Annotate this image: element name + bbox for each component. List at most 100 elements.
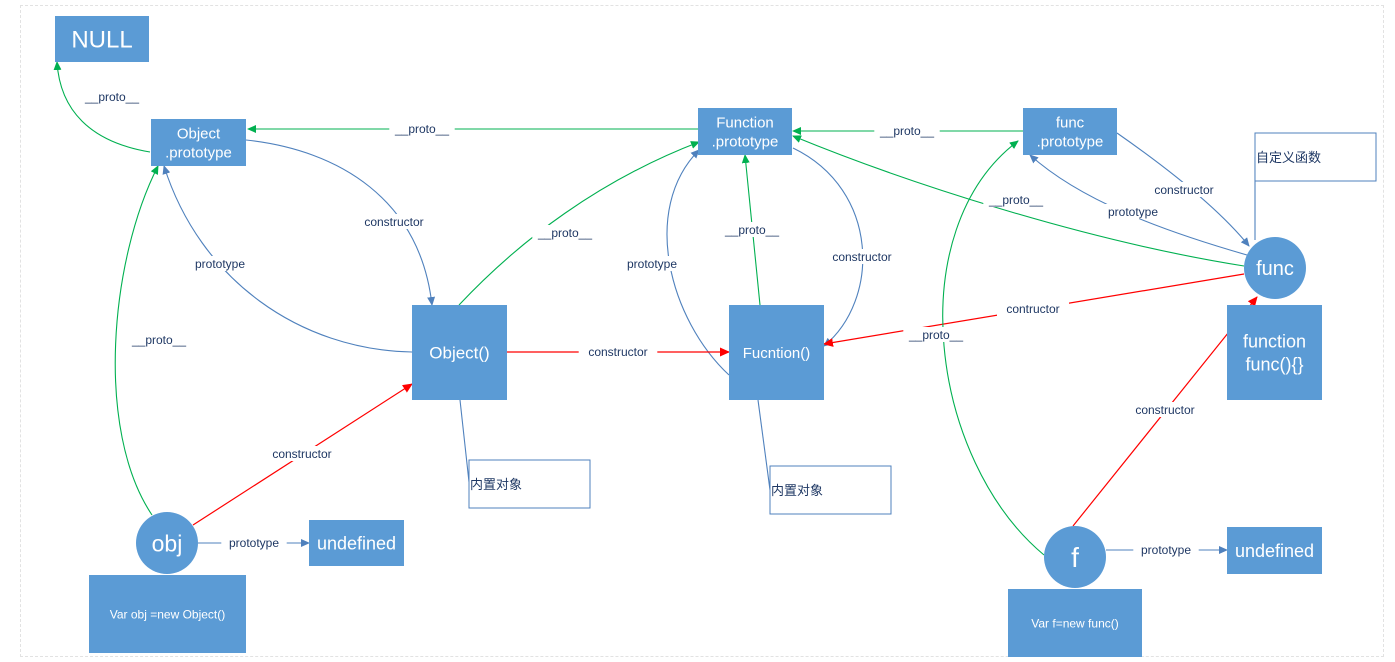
edge-label-bg [1133, 542, 1199, 557]
edge-label-userfuncproto-funcproto: __proto__ [879, 124, 934, 138]
edge-label-functionctor-funcproto-proto: __proto__ [724, 223, 779, 237]
edge-label-bg [822, 249, 902, 264]
edge-label-f-funccircle: constructor [1135, 403, 1194, 417]
node-func-proto[interactable]: func .prototype [1023, 108, 1117, 155]
edge-label-f-userfuncproto: __proto__ [908, 328, 963, 342]
node-f-circle[interactable]: f [1044, 526, 1106, 588]
node-label-line: undefined [1235, 541, 1314, 561]
edge-label-bg [221, 535, 287, 550]
node-label-line: Object [177, 125, 221, 142]
edge-label-objproto-null: __proto__ [84, 90, 139, 104]
note-box [468, 459, 591, 509]
node-label-line: func(){} [1245, 354, 1303, 374]
edge-label-bg [1125, 402, 1205, 417]
edge-label-bg [1144, 182, 1224, 197]
node-label-line: Function [716, 114, 774, 131]
node-obj-circle[interactable]: obj [136, 512, 198, 574]
node-box [89, 575, 246, 653]
node-label-line: Fucntion() [743, 345, 811, 362]
node-obj-code[interactable]: Var obj =new Object() [89, 575, 246, 653]
edge-objproto-objectctor [245, 139, 436, 306]
edge-objectctor-funcproto [458, 141, 700, 306]
edge-label-bg [997, 301, 1069, 316]
edge-label-funcproto-objproto: __proto__ [394, 122, 449, 136]
node-box [698, 108, 792, 155]
edge-obj-objproto [114, 165, 159, 516]
node-box [1227, 527, 1322, 574]
node-box [309, 520, 404, 566]
edge-label-bg [983, 192, 1049, 207]
node-func-def[interactable]: function func(){} [1227, 305, 1322, 400]
edge-label-bg [532, 225, 598, 240]
node-circle [1044, 526, 1106, 588]
node-box [151, 119, 246, 166]
node-box [1227, 305, 1322, 400]
edge-label-bg [578, 344, 658, 359]
note-note-custom: 自定义函数 [1254, 132, 1377, 182]
edge-label-bg [389, 121, 455, 136]
edge-label-bg [126, 332, 192, 347]
node-label-line: undefined [317, 533, 396, 553]
nodes-layer: 自定义函数内置对象内置对象NULLObject.prototypeFunctio… [55, 16, 1377, 657]
node-function-ctor[interactable]: Fucntion() [729, 305, 824, 400]
node-function-proto[interactable]: Function .prototype [698, 108, 792, 155]
node-object-proto[interactable]: Object .prototype [151, 119, 246, 166]
edge-objectctor-note [459, 399, 470, 483]
note-text: 内置对象 [470, 477, 522, 492]
node-label-line: Object() [429, 344, 489, 363]
edge-label-bg [187, 256, 253, 271]
canvas-frame [20, 5, 1384, 657]
note-text: 自定义函数 [1256, 150, 1321, 165]
edge-label-f-undefined: prototype [1141, 543, 1191, 557]
note-text: 内置对象 [771, 483, 823, 498]
edge-funccircle-funcproto [792, 135, 1245, 267]
node-label-line: func [1256, 258, 1294, 280]
node-label-line: Var f=new func() [1031, 616, 1118, 630]
node-label-line: Var obj =new Object() [110, 607, 226, 621]
edge-label-bg [354, 214, 434, 229]
edge-funcproto-functionctor-constructor [792, 147, 864, 347]
note-box [769, 465, 892, 515]
node-box [729, 305, 824, 400]
edge-label-obj-objproto: __proto__ [131, 333, 186, 347]
node-label-line: f [1071, 542, 1079, 573]
node-label-line: function [1243, 331, 1306, 351]
edge-label-funcproto-functionctor-constructor: constructor [832, 250, 891, 264]
edge-label-bg [1100, 204, 1166, 219]
note-note-builtin-function: 内置对象 [769, 465, 892, 515]
note-note-builtin-object: 内置对象 [468, 459, 591, 509]
node-undefined-obj[interactable]: undefined [309, 520, 404, 566]
edge-label-objectctor-funcproto: __proto__ [537, 226, 592, 240]
edge-label-funccircle-functionctor: contructor [1006, 302, 1059, 316]
edge-labels-layer: __proto__ __proto__ __proto__ constructor pr… [79, 89, 1224, 557]
node-undefined-f[interactable]: undefined [1227, 527, 1322, 574]
node-box [55, 16, 149, 62]
note-box [1254, 132, 1377, 182]
edge-label-obj-undefined: prototype [229, 536, 279, 550]
edge-label-userfuncproto-funccircle: constructor [1154, 183, 1213, 197]
node-circle [1244, 237, 1306, 299]
edge-label-objectctor-objproto: prototype [195, 257, 245, 271]
edge-objectctor-objproto [162, 165, 413, 353]
node-label-line: .prototype [165, 144, 232, 161]
edge-label-bg [719, 222, 785, 237]
edge-label-bg [619, 256, 685, 271]
node-box [412, 305, 507, 400]
edge-f-userfuncproto [942, 140, 1045, 556]
edge-functionctor-note [757, 399, 771, 491]
node-box [1008, 589, 1142, 657]
node-label-line: NULL [71, 27, 132, 54]
node-label-line: .prototype [1037, 133, 1104, 150]
node-object-ctor[interactable]: Object() [412, 305, 507, 400]
node-null[interactable]: NULL [55, 16, 149, 62]
edge-objproto-null [53, 61, 151, 153]
edge-label-bg [874, 123, 940, 138]
edge-label-objectctor-functionctor: constructor [588, 345, 647, 359]
node-label-line: .prototype [712, 133, 779, 150]
node-f-code[interactable]: Var f=new func() [1008, 589, 1142, 657]
node-func-circle[interactable]: func [1244, 237, 1306, 299]
node-label-line: func [1056, 114, 1085, 131]
edge-label-funccircle-funcproto: __proto__ [988, 193, 1043, 207]
